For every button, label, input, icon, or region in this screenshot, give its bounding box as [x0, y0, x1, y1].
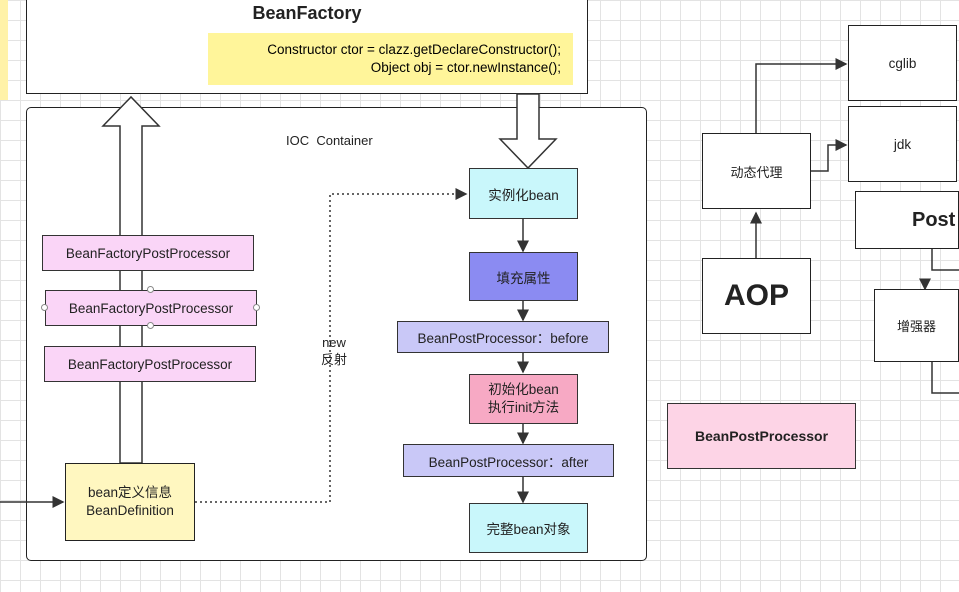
- bean-factory-post-processor-2[interactable]: BeanFactoryPostProcessor: [45, 290, 257, 326]
- initialize-bean-line-2: 执行init方法: [487, 400, 560, 415]
- bean-factory-post-processor-3[interactable]: BeanFactoryPostProcessor: [44, 346, 256, 382]
- bean-factory-post-processor-1[interactable]: BeanFactoryPostProcessor: [42, 235, 254, 271]
- bean-definition-line-2: BeanDefinition: [86, 503, 174, 518]
- bean-factory-title: BeanFactory: [252, 3, 362, 23]
- reflection-label-line-1: new: [322, 335, 346, 350]
- bean-definition-line-1: bean定义信息: [87, 485, 173, 500]
- initialize-bean-step[interactable]: 初始化bean 执行init方法: [469, 374, 578, 424]
- selection-handle-bottom[interactable]: [147, 322, 154, 329]
- hollow-down-arrow: [498, 93, 558, 170]
- aop-box[interactable]: AOP: [702, 258, 811, 334]
- left-note-strip: [0, 0, 8, 100]
- post-box[interactable]: Post: [855, 191, 959, 249]
- bpp-after-step[interactable]: BeanPostProcessor：after: [403, 444, 614, 477]
- bean-post-processor-box[interactable]: BeanPostProcessor: [667, 403, 856, 469]
- selection-handle-right[interactable]: [253, 304, 260, 311]
- code-note-line-2: Object obj = ctor.newInstance();: [370, 60, 561, 75]
- selection-handle-left[interactable]: [41, 304, 48, 311]
- ioc-container-label: IOC Container: [286, 133, 373, 148]
- reflection-label-line-2: 反射: [320, 352, 347, 367]
- reflection-label: new 反射: [314, 334, 354, 368]
- reflection-dotted-path: [195, 188, 468, 503]
- initialize-bean-line-1: 初始化bean: [488, 382, 559, 397]
- complete-bean-step[interactable]: 完整bean对象: [469, 503, 588, 553]
- populate-properties-step[interactable]: 填充属性: [469, 252, 578, 301]
- hollow-up-arrow: [101, 95, 161, 464]
- cglib-box[interactable]: cglib: [848, 25, 957, 101]
- bpp-before-step[interactable]: BeanPostProcessor：before: [397, 321, 609, 353]
- code-note[interactable]: Constructor ctor = clazz.getDeclareConst…: [208, 33, 573, 85]
- bean-definition-box[interactable]: bean定义信息 BeanDefinition: [65, 463, 195, 541]
- instantiate-bean-step[interactable]: 实例化bean: [469, 168, 578, 219]
- dynamic-proxy-box[interactable]: 动态代理: [702, 133, 811, 209]
- jdk-box[interactable]: jdk: [848, 106, 957, 182]
- code-note-line-1: Constructor ctor = clazz.getDeclareConst…: [267, 42, 561, 57]
- enhancer-box[interactable]: 增强器: [874, 289, 959, 362]
- selection-handle-top[interactable]: [147, 286, 154, 293]
